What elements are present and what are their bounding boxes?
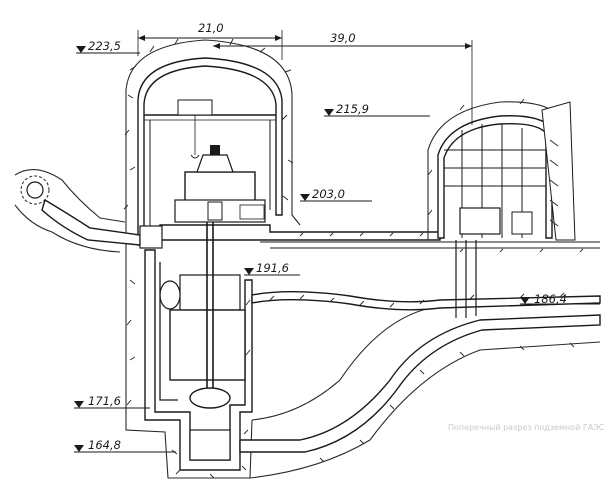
generator-unit — [174, 145, 266, 223]
floor-slab — [159, 224, 600, 253]
spiral-case — [189, 387, 231, 409]
elevation-label-lower: 171,6 — [88, 394, 121, 408]
elevation-marker-upper: 215,9 — [324, 102, 430, 117]
elevation-arrow-icon — [74, 445, 84, 452]
right-chamber-side-lining — [541, 101, 576, 241]
elevation-marker-floor: 203,0 — [300, 187, 372, 202]
elevation-label-top: 223,5 — [88, 39, 121, 53]
elevation-marker-top: 223,5 — [76, 39, 140, 54]
inlet-pipe — [41, 198, 141, 246]
pressure-tank — [159, 280, 181, 310]
inlet-rock-outline — [14, 169, 126, 253]
elevation-label-bottom: 164,8 — [88, 438, 121, 452]
elevation-arrow-icon — [324, 109, 334, 116]
upper-bearing-housing — [179, 274, 241, 311]
span-label: 21,0 — [198, 21, 224, 35]
floor-slab-hatch — [299, 232, 584, 253]
turbine-pit-walls — [144, 249, 253, 471]
elevation-arrow-icon — [76, 46, 86, 53]
elevation-label-floor: 203,0 — [312, 187, 345, 201]
tailrace-hatch — [269, 292, 575, 463]
elevation-arrow-icon — [300, 194, 310, 201]
main-cavern-vault — [137, 57, 283, 246]
watermark-text: Поперечный разрез подземной ГАЭС — [448, 423, 605, 432]
elevation-arrow-icon — [74, 401, 84, 408]
floor-slab-upper — [159, 224, 441, 241]
gate-operator — [459, 207, 501, 235]
tailrace-roof — [251, 291, 601, 311]
offset-label: 39,0 — [330, 31, 356, 45]
right-chamber — [427, 98, 576, 318]
tailrace-rock-lower — [249, 341, 601, 479]
inlet-tunnel-section — [26, 181, 44, 199]
tailrace-tunnel — [239, 291, 601, 479]
crane-hook — [190, 154, 200, 159]
elevation-marker-tailrace: 186,4 — [520, 292, 600, 306]
lower-pump-stage — [189, 429, 231, 461]
generator-housing — [184, 171, 256, 203]
elevation-label-machine: 191,6 — [256, 261, 289, 275]
inlet-valve — [139, 225, 163, 249]
elevation-label-tailrace: 186,4 — [534, 292, 567, 306]
right-chamber-hatch — [427, 98, 559, 227]
turbine-pit — [125, 222, 253, 479]
turbine-pit-rock-outline — [125, 250, 253, 479]
inlet-tunnel — [14, 169, 163, 253]
main-cavern-rock-hatch — [123, 38, 294, 210]
elevation-marker-machine: 191,6 — [244, 261, 300, 276]
main-cavern — [123, 38, 301, 250]
control-panel — [239, 204, 265, 220]
elevation-marker-lower: 171,6 — [74, 394, 150, 409]
main-cavern-rock-outline — [125, 39, 301, 250]
tailrace-rock-upper — [251, 299, 601, 421]
inlet-tunnel-lining — [20, 175, 50, 205]
right-chamber-vault — [437, 115, 553, 239]
crane-trolley — [177, 99, 213, 116]
shaft-coupling — [207, 201, 223, 221]
hoist-block — [511, 211, 533, 235]
draft-tube — [239, 314, 601, 453]
generator-exciter — [196, 154, 234, 173]
elevation-label-upper: 215,9 — [336, 102, 369, 116]
exciter-cap — [210, 145, 220, 155]
dimension-lines — [137, 30, 473, 125]
elevation-arrow-icon — [520, 297, 530, 304]
elevation-arrow-icon — [244, 268, 254, 275]
bypass-pipe — [159, 262, 178, 401]
elevation-marker-bottom: 164,8 — [74, 438, 176, 453]
